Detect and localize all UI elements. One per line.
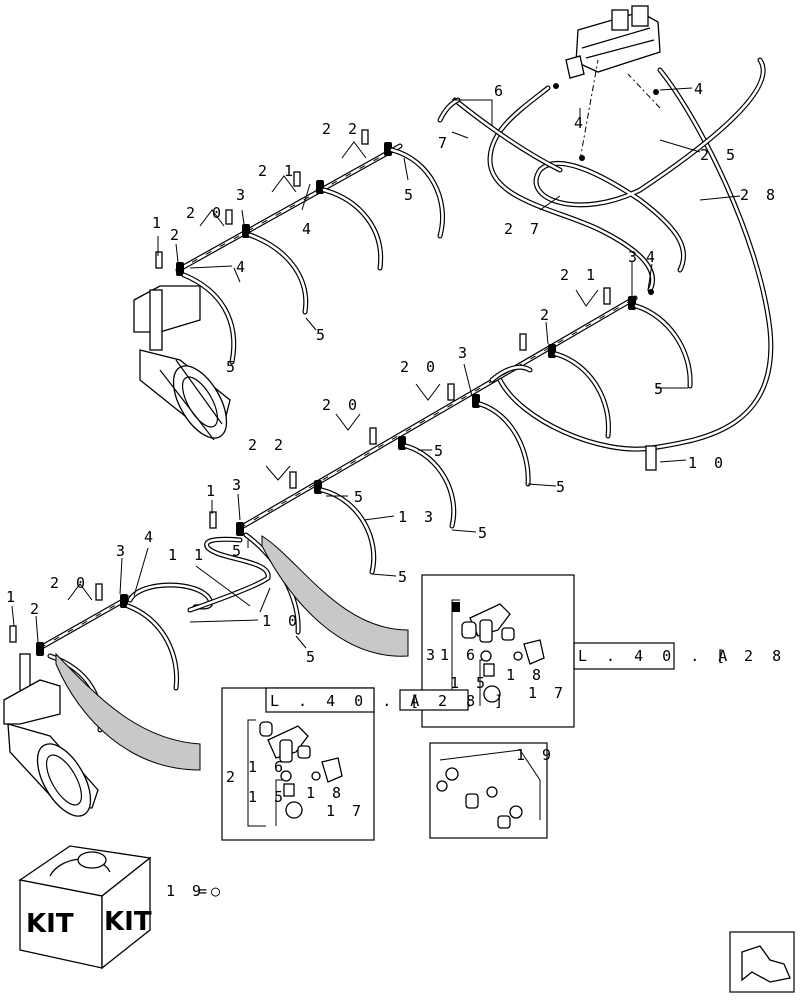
callout-2: 2 bbox=[540, 306, 553, 324]
callout-5: 5 bbox=[232, 542, 245, 560]
callout-2: 2 bbox=[30, 600, 43, 618]
callout-28: 2 8 bbox=[740, 186, 779, 204]
callout-5: 5 bbox=[306, 648, 319, 666]
callout-1: 1 bbox=[152, 214, 165, 232]
callout-4: 4 bbox=[302, 220, 315, 238]
callout-20: 2 0 bbox=[322, 396, 361, 414]
callout-1: 1 bbox=[206, 482, 219, 500]
callout-labels: 1 2 4 2 0 3 2 1 4 2 2 5 6 7 4 4 2 5 2 8 … bbox=[6, 80, 779, 820]
callout-21: 2 1 bbox=[258, 162, 297, 180]
callout-4: 4 bbox=[574, 114, 587, 132]
kit-label-left: KIT bbox=[26, 909, 74, 939]
callout-25: 2 5 bbox=[700, 146, 739, 164]
callout-2: 2 bbox=[170, 226, 183, 244]
callout-5: 5 bbox=[434, 442, 447, 460]
callout-27: 2 7 bbox=[504, 220, 543, 238]
middle-boom-row bbox=[209, 287, 693, 635]
callout-10: 1 0 bbox=[262, 612, 301, 630]
ref-page-right[interactable]: [ 2 8 ] bbox=[716, 647, 800, 665]
callout-17: 1 7 bbox=[326, 802, 365, 820]
spray-pattern-lower bbox=[55, 652, 201, 771]
callout-5: 5 bbox=[556, 478, 569, 496]
detail-inset-kit bbox=[429, 742, 548, 839]
ref-code-right[interactable]: L . 4 0 . A bbox=[578, 647, 732, 665]
callout-10: 1 0 bbox=[688, 454, 727, 472]
callout-5: 5 bbox=[404, 186, 417, 204]
callout-19: 1 9 bbox=[516, 746, 555, 764]
callout-15: 1 5 bbox=[248, 788, 287, 806]
callout-17: 1 7 bbox=[528, 684, 567, 702]
callout-3: 3 bbox=[232, 476, 245, 494]
upper-boom-row bbox=[155, 129, 446, 365]
callout-18: 1 8 bbox=[506, 666, 545, 684]
ref-frame-lower bbox=[265, 687, 375, 713]
lower-boom-row bbox=[9, 536, 271, 733]
callout-5: 5 bbox=[316, 326, 329, 344]
callout-5: 5 bbox=[398, 568, 411, 586]
callout-16: 1 6 bbox=[440, 646, 479, 664]
callout-2: 2 bbox=[226, 768, 239, 786]
callout-3: 3 bbox=[426, 646, 439, 664]
callout-13: 1 3 bbox=[398, 508, 437, 526]
callout-7: 7 bbox=[438, 134, 451, 152]
return-hoses bbox=[437, 57, 774, 452]
callout-20: 2 0 bbox=[400, 358, 439, 376]
callout-15: 1 5 bbox=[450, 674, 489, 692]
callout-18: 1 8 bbox=[306, 784, 345, 802]
ref-code-lower[interactable]: L . 4 0 . A bbox=[270, 692, 424, 710]
callout-5: 5 bbox=[478, 524, 491, 542]
lower-spray-unit bbox=[3, 653, 99, 817]
callout-4: 4 bbox=[144, 528, 157, 546]
leader-lines bbox=[11, 87, 741, 649]
callout-3: 3 bbox=[116, 542, 129, 560]
callout-4: 4 bbox=[646, 248, 659, 266]
callout-4: 4 bbox=[694, 80, 707, 98]
callout-3: 3 bbox=[458, 344, 471, 362]
callout-5: 5 bbox=[354, 488, 367, 506]
upper-spray-unit bbox=[133, 285, 231, 441]
callout-21: 2 1 bbox=[560, 266, 599, 284]
callout-5: 5 bbox=[226, 358, 239, 376]
callout-16: 1 6 bbox=[248, 758, 287, 776]
ref-page-lower[interactable]: [ 2 8 ] bbox=[410, 692, 508, 710]
callout-19-kit: 1 9 bbox=[166, 882, 205, 900]
kit-ref-mark: =○ bbox=[198, 882, 224, 900]
kit-box-icon: KIT KIT bbox=[18, 845, 152, 970]
callout-5: 5 bbox=[654, 380, 667, 398]
callout-20: 2 0 bbox=[50, 574, 89, 592]
callout-22: 2 2 bbox=[248, 436, 287, 454]
ref-frame-lower-2 bbox=[399, 689, 469, 711]
pump-manifold bbox=[565, 5, 661, 79]
ref-frame-right bbox=[573, 642, 675, 670]
callout-11: 1 1 bbox=[168, 546, 207, 564]
callout-6: 6 bbox=[494, 82, 507, 100]
callout-1: 1 bbox=[6, 588, 19, 606]
detail-inset-lower bbox=[221, 687, 375, 841]
kit-label-right: KIT bbox=[104, 907, 152, 937]
callout-4: 4 bbox=[236, 258, 249, 276]
callout-22: 2 2 bbox=[322, 120, 361, 138]
callout-3: 3 bbox=[236, 186, 249, 204]
bent-arrow-icon[interactable] bbox=[729, 931, 795, 993]
callout-3: 3 bbox=[628, 248, 641, 266]
callout-20: 2 0 bbox=[186, 204, 225, 222]
spray-pattern-middle bbox=[261, 535, 409, 657]
